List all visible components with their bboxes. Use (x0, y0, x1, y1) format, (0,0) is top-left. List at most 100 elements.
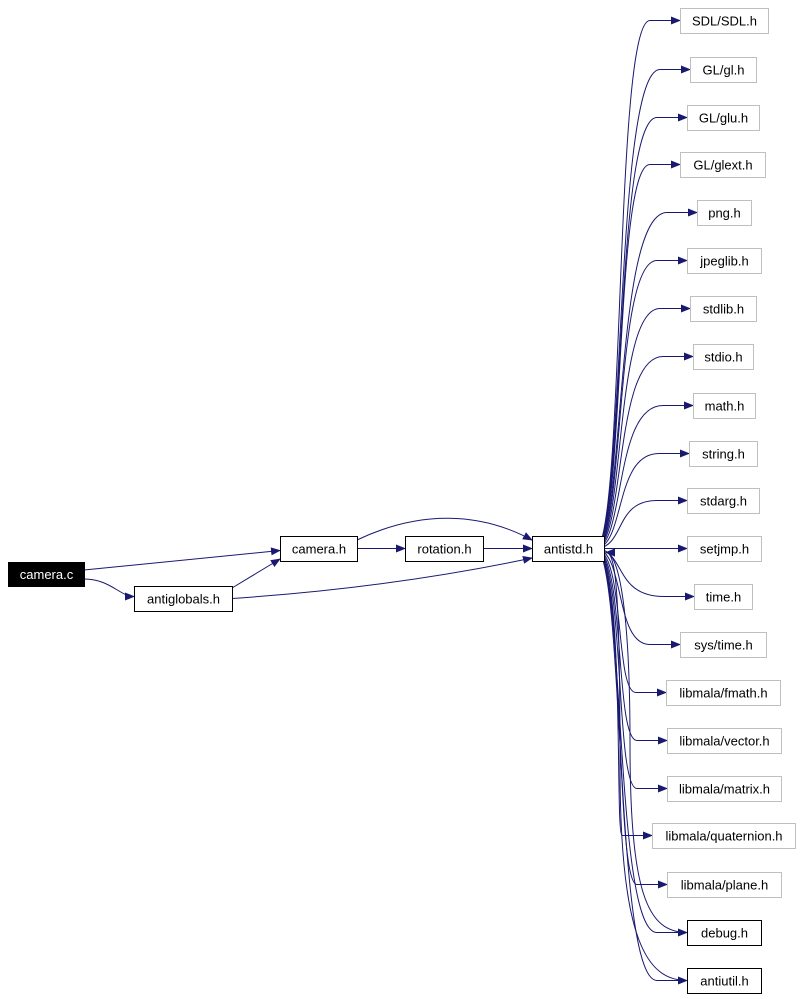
node-box (687, 105, 760, 131)
node-fmath-h[interactable]: libmala/fmath.h (666, 680, 781, 706)
node-box (693, 344, 754, 370)
node-box (8, 562, 85, 587)
node-box (687, 488, 760, 514)
node-label: libmala/fmath.h (679, 686, 767, 701)
node-box (680, 632, 767, 658)
node-stdarg-h[interactable]: stdarg.h (687, 488, 760, 514)
edge-antistd_h-to-antiutil_h (597, 548, 688, 985)
node-label: libmala/vector.h (679, 734, 769, 749)
node-math-h[interactable]: math.h (693, 393, 756, 419)
node-box (687, 920, 762, 946)
node-box (687, 248, 762, 274)
node-label: rotation.h (417, 542, 471, 557)
edge-camera_c-to-antiglobals_h (83, 578, 135, 601)
node-label: libmala/plane.h (681, 878, 768, 893)
edge-antistd_h-to-string_h (597, 449, 690, 549)
node-sdl-h[interactable]: SDL/SDL.h (680, 8, 769, 34)
node-box (687, 968, 762, 994)
node-box (697, 200, 752, 226)
node-box (134, 586, 233, 612)
node-label: time.h (706, 590, 741, 605)
node-stdio-h[interactable]: stdio.h (693, 344, 754, 370)
node-box (667, 728, 782, 754)
node-box (652, 823, 796, 849)
node-label: stdlib.h (703, 302, 744, 317)
edge-antistd_h-to-stdio_h (597, 352, 694, 549)
node-label: libmala/quaternion.h (665, 829, 782, 844)
node-gl-h[interactable]: GL/gl.h (690, 57, 757, 83)
node-label: antistd.h (544, 542, 593, 557)
node-label: antiutil.h (700, 974, 748, 989)
node-label: camera.h (292, 542, 346, 557)
edge-camera_h-to-antistd_h (356, 517, 533, 541)
node-label: antiglobals.h (147, 592, 220, 607)
node-box (680, 152, 766, 178)
node-box (689, 441, 758, 467)
edge-antistd_h-to-stdlib_h (597, 304, 691, 549)
node-box (666, 680, 781, 706)
node-label: sys/time.h (694, 638, 753, 653)
node-plane-h[interactable]: libmala/plane.h (667, 872, 782, 898)
node-systime-h[interactable]: sys/time.h (680, 632, 767, 658)
node-stdlib-h[interactable]: stdlib.h (690, 296, 757, 322)
node-label: stdarg.h (700, 494, 747, 509)
node-png-h[interactable]: png.h (697, 200, 752, 226)
node-label: SDL/SDL.h (692, 14, 757, 29)
edge-antistd_h-to-png_h (597, 208, 698, 549)
node-debug-h[interactable]: debug.h (687, 920, 762, 946)
node-antistd-h[interactable]: antistd.h (532, 536, 605, 562)
node-glext-h[interactable]: GL/glext.h (680, 152, 766, 178)
edge-antistd_h-to-jpeglib_h (597, 256, 688, 549)
edge-antiglobals_h-to-camera_h (231, 558, 281, 589)
node-label: GL/gl.h (703, 63, 745, 78)
node-label: string.h (702, 447, 745, 462)
node-box (280, 536, 358, 562)
edge-antistd_h-to-sdl_h (597, 16, 681, 549)
edge-antiglobals_h-to-antistd_h (231, 555, 533, 599)
node-box (687, 536, 762, 562)
node-matrix-h[interactable]: libmala/matrix.h (667, 776, 782, 802)
edge-antistd_h-to-glext_h (597, 160, 681, 549)
edge-antistd_h-to-glu_h (597, 113, 688, 549)
node-quaternion-h[interactable]: libmala/quaternion.h (652, 823, 796, 849)
node-string-h[interactable]: string.h (689, 441, 758, 467)
node-label: setjmp.h (700, 542, 749, 557)
edge-antistd_h-to-gl_h (597, 65, 691, 549)
node-antiglobals-h[interactable]: antiglobals.h (134, 586, 233, 612)
edge-antistd_h-to-vector_h (597, 548, 668, 745)
node-setjmp-h[interactable]: setjmp.h (687, 536, 762, 562)
node-box (532, 536, 605, 562)
node-box (667, 872, 782, 898)
edges-layer (83, 16, 698, 985)
edge-antistd_h-to-fmath_h (597, 548, 667, 697)
node-box (690, 296, 757, 322)
node-label: GL/glext.h (693, 158, 752, 173)
nodes-layer: camera.c camera.h antiglobals.h rotation.h a… (8, 8, 796, 994)
node-label: camera.c (20, 567, 74, 582)
node-box (693, 393, 756, 419)
node-time-h[interactable]: time.h (694, 584, 753, 610)
node-vector-h[interactable]: libmala/vector.h (667, 728, 782, 754)
node-jpeglib-h[interactable]: jpeglib.h (687, 248, 762, 274)
edge-debug_h-to-antistd_h (605, 548, 688, 933)
node-antiutil-h[interactable]: antiutil.h (687, 968, 762, 994)
node-camera-c[interactable]: camera.c (8, 562, 85, 587)
edge-camera_c-to-camera_h (83, 547, 281, 571)
node-label: GL/glu.h (699, 111, 748, 126)
node-label: jpeglib.h (699, 254, 748, 269)
node-box (405, 536, 484, 562)
edge-antistd_h-to-math_h (597, 401, 694, 549)
node-box (667, 776, 782, 802)
node-camera-h[interactable]: camera.h (280, 536, 358, 562)
node-label: stdio.h (704, 350, 742, 365)
edge-antistd_h-to-time_h (597, 548, 695, 601)
node-rotation-h[interactable]: rotation.h (405, 536, 484, 562)
edge-antiutil_h-to-antistd_h (605, 548, 688, 981)
node-box (694, 584, 753, 610)
node-label: math.h (705, 399, 745, 414)
node-box (680, 8, 769, 34)
edge-antistd_h-to-debug_h (597, 548, 688, 937)
node-label: debug.h (701, 926, 748, 941)
node-glu-h[interactable]: GL/glu.h (687, 105, 760, 131)
